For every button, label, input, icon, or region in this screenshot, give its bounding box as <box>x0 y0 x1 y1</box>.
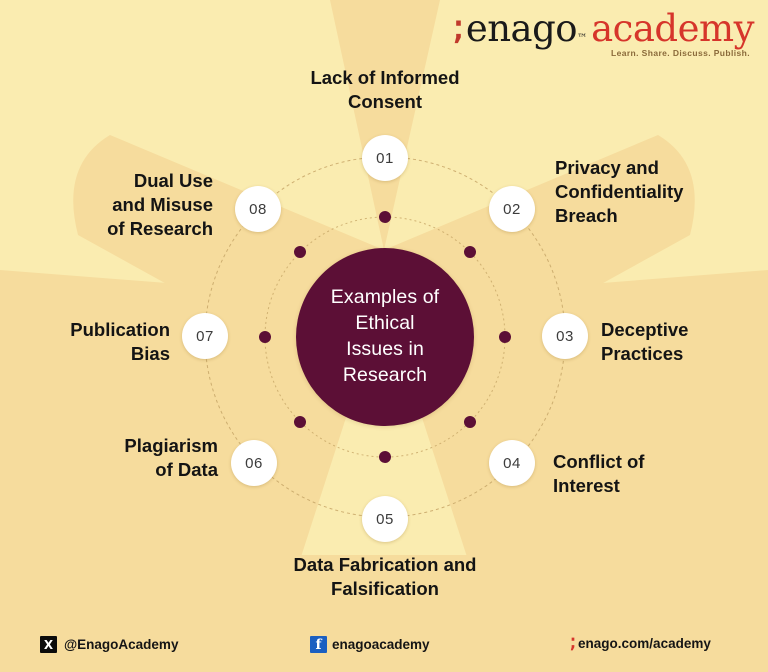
facebook-icon: f <box>310 636 327 653</box>
brand-name-academy: academy <box>591 7 754 50</box>
node-badge-01[interactable]: 01 <box>362 135 408 181</box>
connector-dot <box>294 416 306 428</box>
brand-tagline: Learn. Share. Discuss. Publish. <box>611 48 750 58</box>
node-badge-07[interactable]: 07 <box>182 313 228 359</box>
footer-website-url: enago.com/academy <box>578 636 711 652</box>
center-hub: Examples of Ethical Issues in Research <box>296 248 474 426</box>
trademark-symbol: ™ <box>577 33 588 44</box>
connector-dot <box>294 246 306 258</box>
node-badge-03[interactable]: 03 <box>542 313 588 359</box>
node-badge-04[interactable]: 04 <box>489 440 535 486</box>
connector-dot <box>464 416 476 428</box>
connector-dot <box>379 451 391 463</box>
connector-dot <box>259 331 271 343</box>
center-hub-title: Examples of Ethical Issues in Research <box>330 286 440 386</box>
x-twitter-icon: X <box>40 636 57 653</box>
node-label-01: Lack of Informed Consent <box>310 67 460 113</box>
footer-facebook[interactable]: f enagoacademy <box>310 636 430 653</box>
node-label-02: Privacy and Confidentiality Breach <box>555 157 684 227</box>
connector-dot <box>464 246 476 258</box>
brand-logo: ؛ enago ™ academy Learn. Share. Discuss.… <box>453 10 754 58</box>
node-label-08: Dual Use and Misuse of Research <box>107 170 213 240</box>
node-label-04: Conflict of Interest <box>553 451 645 497</box>
node-badge-06[interactable]: 06 <box>231 440 277 486</box>
enago-quote-mark-icon: ؛ <box>570 633 577 656</box>
node-label-03: Deceptive Practices <box>601 319 689 365</box>
footer-twitter-handle: @EnagoAcademy <box>64 637 179 652</box>
node-label-06: Plagiarism of Data <box>124 435 218 481</box>
node-label-05: Data Fabrication and Falsification <box>293 554 477 600</box>
brand-name-enago: enago <box>465 7 578 50</box>
node-badge-05[interactable]: 05 <box>362 496 408 542</box>
footer-website[interactable]: ؛ enago.com/academy <box>570 633 711 656</box>
footer-twitter[interactable]: X @EnagoAcademy <box>40 636 178 653</box>
connector-dot <box>379 211 391 223</box>
node-badge-02[interactable]: 02 <box>489 186 535 232</box>
node-badge-08[interactable]: 08 <box>235 186 281 232</box>
node-label-07: Publication Bias <box>70 319 170 365</box>
footer-bar: X @EnagoAcademy f enagoacademy ؛ enago.c… <box>0 628 768 672</box>
connector-dot <box>499 331 511 343</box>
footer-facebook-handle: enagoacademy <box>332 637 430 652</box>
